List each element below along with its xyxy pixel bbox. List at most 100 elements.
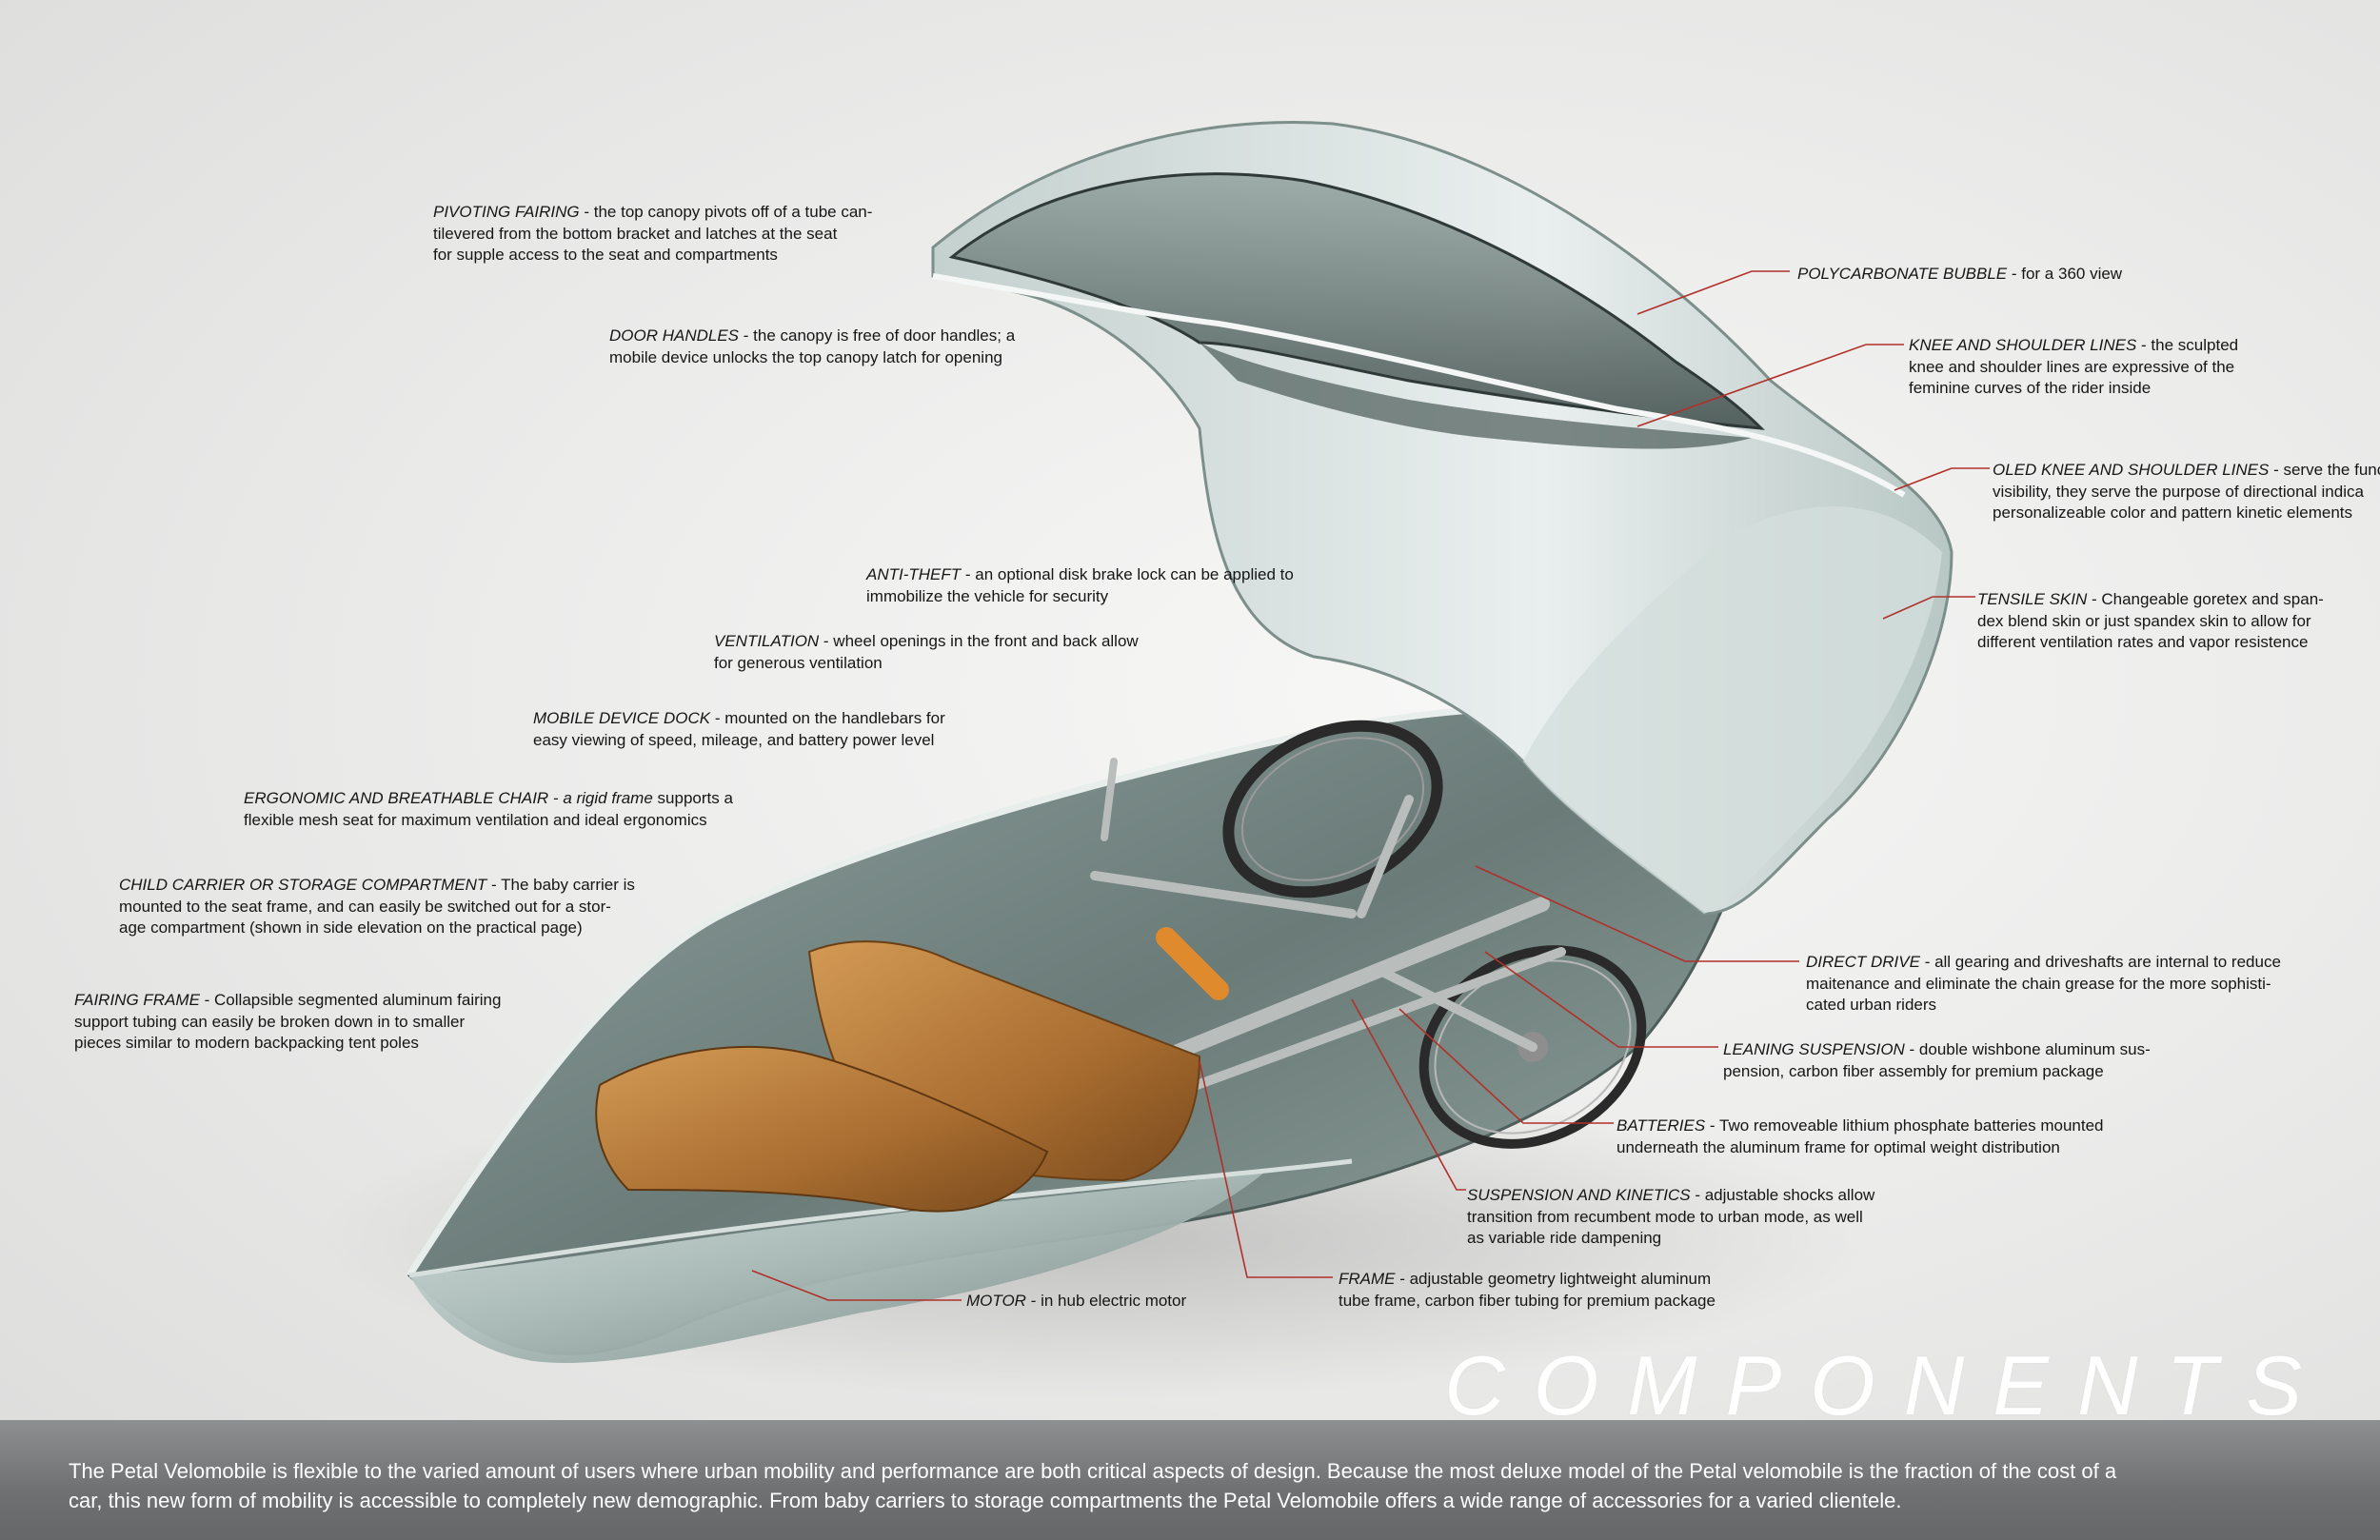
aluminum-frame xyxy=(1090,758,1566,1099)
footer-banner xyxy=(0,1420,2380,1540)
leader-direct-drive xyxy=(1475,865,1799,962)
callout-text: - all gearing and driveshafts are intern… xyxy=(1919,953,2281,971)
callout-batteries: BATTERIES - Two removeable lithium phosp… xyxy=(1616,1116,2104,1158)
canopy-inner-glass xyxy=(1200,343,1752,449)
leader-lines xyxy=(751,270,1990,1301)
callout-text: visibility, they serve the purpose of di… xyxy=(1993,482,2364,501)
callout-text: - mounted on the handlebars for xyxy=(710,709,945,727)
callout-title: DOOR HANDLES xyxy=(609,326,740,345)
callout-title: ERGONOMIC AND BREATHABLE CHAIR - a rigid… xyxy=(244,789,653,807)
callout-motor: MOTOR - in hub electric motor xyxy=(966,1291,1186,1313)
callout-text: - The baby carrier is xyxy=(486,876,635,894)
callout-text: as variable ride dampening xyxy=(1467,1229,1662,1247)
callout-text: easy viewing of speed, mileage, and batt… xyxy=(533,730,935,749)
callout-title: FAIRING FRAME xyxy=(74,991,200,1009)
callout-text: tilevered from the bottom bracket and la… xyxy=(433,224,838,243)
callout-text: for supple access to the seat and compar… xyxy=(433,246,778,264)
front-wheel xyxy=(1222,720,1443,898)
leader-batteries xyxy=(1398,1008,1614,1124)
callout-suspension-kinetics: SUSPENSION AND KINETICS - adjustable sho… xyxy=(1467,1185,1874,1250)
callout-text: - the sculpted xyxy=(2136,336,2239,354)
callout-text: dex blend skin or just spandex skin to a… xyxy=(1977,611,2311,630)
leader-frame xyxy=(1199,1060,1333,1278)
callout-text: - Changeable goretex and span- xyxy=(2087,590,2324,608)
callout-text: - Collapsible segmented aluminum fairing xyxy=(199,991,502,1009)
callout-frame: FRAME - adjustable geometry lightweight … xyxy=(1339,1269,1716,1312)
callout-text: tube frame, carbon fiber tubing for prem… xyxy=(1339,1291,1716,1310)
callout-title: VENTILATION xyxy=(714,632,820,650)
callout-text: knee and shoulder lines are expressive o… xyxy=(1909,357,2235,376)
callout-text: - adjustable geometry lightweight alumin… xyxy=(1395,1270,1712,1288)
callout-text: - double wishbone aluminum sus- xyxy=(1904,1040,2151,1058)
callout-title: TENSILE SKIN xyxy=(1977,590,2088,608)
intro-line: car, this new form of mobility is access… xyxy=(69,1489,1902,1512)
child-carrier xyxy=(595,1046,1049,1213)
callout-text: - Two removeable lithium phosphate batte… xyxy=(1705,1116,2104,1135)
callout-title: DIRECT DRIVE xyxy=(1806,953,1920,971)
callout-title: BATTERIES xyxy=(1616,1116,1706,1135)
callout-text: - an optional disk brake lock can be app… xyxy=(961,565,1294,583)
callout-title: ANTI-THEFT xyxy=(866,565,962,583)
callout-polycarbonate-bubble: POLYCARBONATE BUBBLE - for a 360 view xyxy=(1797,264,2122,286)
callout-text: age compartment (shown in side elevation… xyxy=(119,918,583,937)
callout-pivoting-fairing: PIVOTING FAIRING - the top canopy pivots… xyxy=(433,202,872,267)
callout-text: cated urban riders xyxy=(1806,996,1937,1014)
callout-text: mobile device unlocks the top canopy lat… xyxy=(609,347,1002,366)
leader-oled xyxy=(1894,467,1990,491)
callout-tensile-skin: TENSILE SKIN - Changeable goretex and sp… xyxy=(1977,589,2324,654)
callout-text: - serve the functi xyxy=(2273,461,2380,479)
callout-text: supports a xyxy=(652,789,733,807)
callout-mobile-device-dock: MOBILE DEVICE DOCK - mounted on the hand… xyxy=(533,708,945,751)
callout-title: MOTOR xyxy=(966,1292,1026,1310)
polycarbonate-bubble xyxy=(948,172,1765,430)
callout-title: CHILD CARRIER OR STORAGE COMPARTMENT xyxy=(119,876,487,894)
callout-oled-lines: OLED KNEE AND SHOULDER LINES - serve the… xyxy=(1993,460,2380,524)
callout-leaning-suspension: LEANING SUSPENSION - double wishbone alu… xyxy=(1723,1039,2151,1082)
callout-text: - the top canopy pivots off of a tube ca… xyxy=(579,203,873,221)
callout-text: flexible mesh seat for maximum ventilati… xyxy=(244,810,707,829)
intro-paragraph: The Petal Velomobile is flexible to the … xyxy=(69,1456,2334,1515)
canopy-edge-highlight xyxy=(932,273,1906,498)
callout-text: - the canopy is free of door handles; a xyxy=(739,326,1016,345)
intro-line: The Petal Velomobile is flexible to the … xyxy=(69,1459,2117,1483)
callout-title: LEANING SUSPENSION xyxy=(1723,1040,1905,1058)
callout-text: personalizeable color and pattern kineti… xyxy=(1993,503,2353,522)
callout-anti-theft: ANTI-THEFT - an optional disk brake lock… xyxy=(866,564,1294,607)
callout-text: pension, carbon fiber assembly for premi… xyxy=(1723,1061,2104,1080)
callout-ventilation: VENTILATION - wheel openings in the fron… xyxy=(714,631,1139,674)
callout-text: underneath the aluminum frame for optima… xyxy=(1616,1137,2060,1156)
callout-text: - wheel openings in the front and back a… xyxy=(819,632,1139,650)
callout-text: mounted to the seat frame, and can easil… xyxy=(119,897,611,916)
lower-body-skin xyxy=(409,1171,1266,1363)
callout-title: POLYCARBONATE BUBBLE xyxy=(1797,265,2008,283)
leader-motor xyxy=(751,1270,962,1301)
callout-text: pieces similar to modern backpacking ten… xyxy=(74,1034,419,1052)
callout-text: different ventilation rates and vapor re… xyxy=(1977,633,2309,651)
callout-title: OLED KNEE AND SHOULDER LINES xyxy=(1993,461,2270,479)
leader-knee-shoulder xyxy=(1636,344,1904,427)
page-title: COMPONENTS xyxy=(1444,1338,2330,1432)
leader-tensile xyxy=(1882,596,1975,620)
callout-text: for generous ventilation xyxy=(714,653,883,672)
leader-polycarbonate xyxy=(1636,270,1790,315)
callout-text: - for a 360 view xyxy=(2007,265,2123,283)
callout-title: KNEE AND SHOULDER LINES xyxy=(1909,336,2137,354)
callout-title: FRAME xyxy=(1339,1270,1396,1288)
callout-child-carrier: CHILD CARRIER OR STORAGE COMPARTMENT - T… xyxy=(119,875,635,939)
leader-suspension xyxy=(1351,998,1466,1191)
callout-title: SUSPENSION AND KINETICS xyxy=(1467,1186,1691,1204)
callout-text: maitenance and eliminate the chain greas… xyxy=(1806,974,2271,993)
callout-door-handles: DOOR HANDLES - the canopy is free of doo… xyxy=(609,326,1015,368)
callout-knee-shoulder-lines: KNEE AND SHOULDER LINES - the sculpted k… xyxy=(1909,335,2238,400)
leader-leaning xyxy=(1484,951,1718,1048)
callout-text: - in hub electric motor xyxy=(1025,1292,1187,1310)
callout-text: feminine curves of the rider inside xyxy=(1909,379,2152,397)
callout-text: transition from recumbent mode to urban … xyxy=(1467,1207,1863,1226)
handlebar-grip xyxy=(1156,927,1229,1000)
callout-text: support tubing can easily be broken down… xyxy=(74,1012,466,1031)
tensile-skin-panel xyxy=(1523,506,1942,914)
callout-direct-drive: DIRECT DRIVE - all gearing and driveshaf… xyxy=(1806,952,2281,1017)
callout-title: PIVOTING FAIRING xyxy=(433,203,580,221)
